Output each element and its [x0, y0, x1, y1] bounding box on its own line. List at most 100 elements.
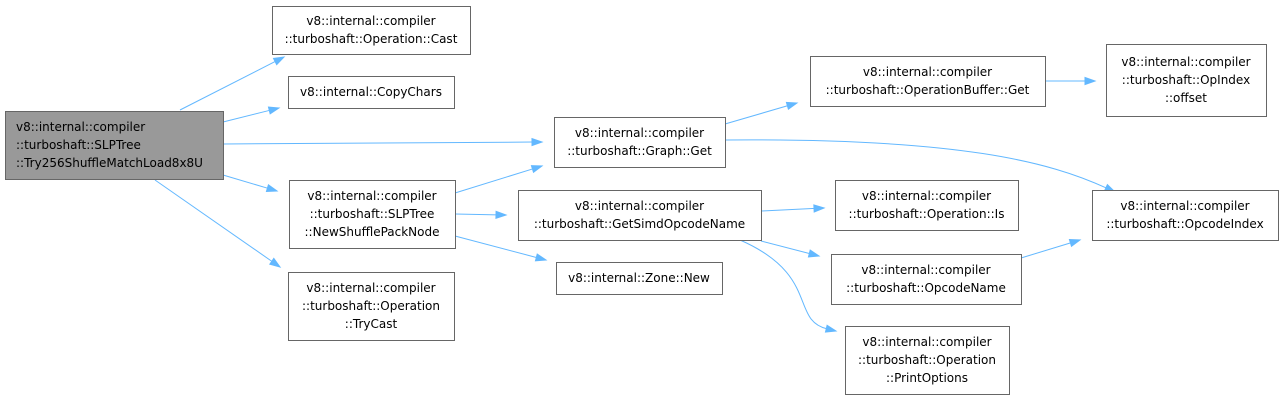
node-label-line: ::turboshaft::Graph::Get [567, 144, 712, 158]
edge-simdname-to-printopts [739, 239, 838, 333]
arrow-head-icon [265, 183, 279, 193]
call-graph-nodes: v8::internal::compiler::turboshaft::SLPT… [5, 6, 1279, 395]
edge-root-to-trycast [154, 179, 282, 268]
edge-root-to-newshuffle [222, 174, 279, 193]
node-label-line: v8::internal::compiler [575, 126, 704, 140]
node-label-line: ::turboshaft::OpcodeIndex [1106, 217, 1263, 231]
arrow-head-icon [530, 165, 544, 174]
node-label-line: ::turboshaft::OpIndex [1122, 73, 1250, 87]
node-label-line: ::turboshaft::OpcodeName [846, 281, 1006, 295]
node-box [556, 262, 723, 295]
node-label-line: ::offset [1165, 91, 1207, 105]
node-label-line: ::turboshaft::Operation [302, 299, 440, 313]
node-label-line: ::Try256ShuffleMatchLoad8x8U [16, 156, 203, 170]
node-newshuffle[interactable]: v8::internal::compiler::turboshaft::SLPT… [289, 180, 456, 249]
edge-line [222, 141, 534, 145]
node-box [845, 326, 1010, 395]
edge-bufget-to-opindex [1045, 76, 1097, 86]
node-label-line: v8::internal::compiler [1121, 55, 1250, 69]
node-box [518, 190, 762, 241]
arrow-head-icon [268, 257, 282, 268]
node-cast[interactable]: v8::internal::compiler::turboshaft::Oper… [272, 6, 471, 55]
arrow-head-icon [272, 56, 286, 66]
node-label-line: ::NewShufflePackNode [305, 225, 440, 239]
edge-line [154, 179, 273, 263]
node-label-line: v8::internal::compiler [1120, 199, 1249, 213]
node-label-line: v8::internal::compiler [307, 189, 436, 203]
edge-graphget-to-bufget [724, 101, 799, 125]
edge-line [222, 174, 269, 189]
node-box [289, 180, 456, 249]
node-simdname[interactable]: v8::internal::compiler::turboshaft::GetS… [518, 190, 762, 241]
arrow-head-icon [1068, 239, 1082, 248]
edge-line [724, 105, 789, 125]
node-copychars[interactable]: v8::internal::CopyChars [288, 76, 455, 109]
node-box [831, 254, 1022, 305]
node-root: v8::internal::compiler::turboshaft::SLPT… [5, 111, 224, 180]
node-label-line: ::TryCast [345, 317, 398, 331]
node-label-line: v8::internal::compiler [863, 65, 992, 79]
edge-line [454, 213, 498, 216]
node-label-line: ::turboshaft::GetSimdOpcodeName [534, 217, 745, 231]
node-label-line: v8::internal::compiler [861, 263, 990, 277]
node-zonenew[interactable]: v8::internal::Zone::New [556, 262, 723, 295]
node-label-line: v8::internal::compiler [306, 281, 435, 295]
node-label-line: v8::internal::compiler [575, 199, 704, 213]
arrow-head-icon [813, 204, 826, 213]
arrow-head-icon [267, 106, 281, 115]
node-label-line: ::turboshaft::SLPTree [16, 138, 141, 152]
node-printopts[interactable]: v8::internal::compiler::turboshaft::Oper… [845, 326, 1010, 395]
node-box [5, 111, 224, 180]
edge-newshuffle-to-simdname [454, 210, 508, 219]
node-trycast[interactable]: v8::internal::compiler::turboshaft::Oper… [288, 272, 455, 341]
edge-line [724, 139, 1108, 189]
node-opis[interactable]: v8::internal::compiler::turboshaft::Oper… [835, 180, 1019, 231]
node-opcodeindex[interactable]: v8::internal::compiler::turboshaft::Opco… [1092, 190, 1279, 241]
edge-root-to-graphget [222, 137, 544, 147]
node-opindex[interactable]: v8::internal::compiler::turboshaft::OpIn… [1106, 44, 1267, 117]
edge-newshuffle-to-zonenew [454, 235, 548, 262]
edge-simdname-to-opcodename [760, 240, 821, 258]
node-box [554, 117, 726, 168]
edge-line [760, 240, 811, 255]
edge-line [179, 60, 277, 111]
node-label-line: v8::internal::compiler [16, 120, 145, 134]
node-box [1106, 44, 1267, 117]
edge-newshuffle-to-graphget [454, 165, 544, 194]
node-label-line: v8::internal::compiler [862, 189, 991, 203]
edge-opcodename-to-opcodeindex [1020, 239, 1082, 259]
node-box [288, 76, 455, 109]
node-label-line: v8::internal::Zone::New [568, 271, 710, 285]
node-graphget[interactable]: v8::internal::compiler::turboshaft::Grap… [554, 117, 726, 168]
call-graph-edges [154, 56, 1117, 333]
edge-simdname-to-opis [760, 204, 826, 213]
arrow-head-icon [534, 253, 548, 262]
node-box [835, 180, 1019, 231]
edge-line [1020, 242, 1072, 259]
edge-line [454, 168, 534, 194]
arrow-head-icon [531, 137, 544, 147]
node-label-line: ::turboshaft::SLPTree [310, 207, 435, 221]
edge-root-to-copychars [222, 106, 281, 123]
node-opcodename[interactable]: v8::internal::compiler::turboshaft::Opco… [831, 254, 1022, 305]
edge-line [454, 235, 538, 259]
edge-line [222, 109, 271, 123]
node-label-line: ::turboshaft::Operation::Is [849, 207, 1005, 221]
node-bufget[interactable]: v8::internal::compiler::turboshaft::Oper… [810, 56, 1046, 107]
arrow-head-icon [785, 101, 799, 110]
node-box [288, 272, 455, 341]
node-label-line: v8::internal::compiler [862, 335, 991, 349]
node-box [272, 6, 471, 55]
edge-line [739, 239, 828, 330]
edge-root-to-cast [179, 56, 286, 111]
node-label-line: v8::internal::compiler [306, 14, 435, 28]
node-label-line: ::turboshaft::Operation [858, 353, 996, 367]
arrow-head-icon [495, 210, 508, 219]
edge-line [760, 207, 816, 212]
arrow-head-icon [807, 249, 821, 258]
node-label-line: v8::internal::CopyChars [300, 85, 442, 99]
node-label-line: ::turboshaft::OperationBuffer::Get [826, 83, 1030, 97]
node-box [1092, 190, 1279, 241]
node-label-line: ::turboshaft::Operation::Cast [285, 32, 458, 46]
